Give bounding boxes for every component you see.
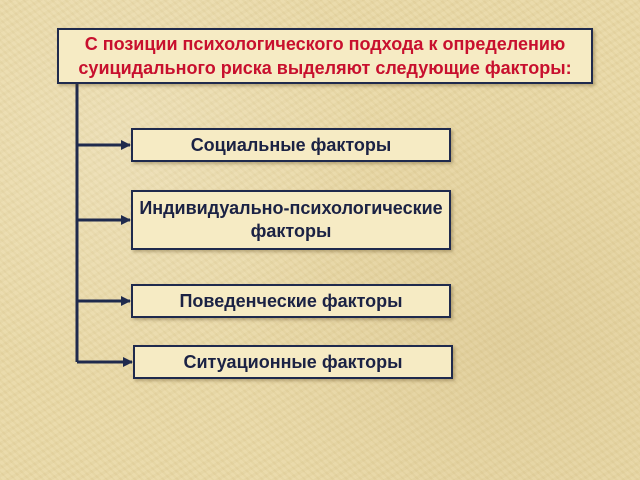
factor-label-behavioral: Поведенческие факторы bbox=[179, 290, 403, 311]
factor-label-social: Социальные факторы bbox=[190, 134, 392, 155]
factor-label-situational: Ситуационные факторы bbox=[183, 351, 403, 372]
factor-box-situational: Ситуационные факторы bbox=[133, 345, 453, 379]
title-box: С позиции психологического подхода к опр… bbox=[57, 28, 593, 84]
title-text: С позиции психологического подхода к опр… bbox=[78, 34, 572, 78]
factor-box-social: Социальные факторы bbox=[131, 128, 451, 162]
factor-box-behavioral: Поведенческие факторы bbox=[131, 284, 451, 318]
factor-box-individual-psychological: Индивидуально-психологические факторы bbox=[131, 190, 451, 250]
factor-label-individual-psychological: Индивидуально-психологические факторы bbox=[139, 198, 443, 241]
